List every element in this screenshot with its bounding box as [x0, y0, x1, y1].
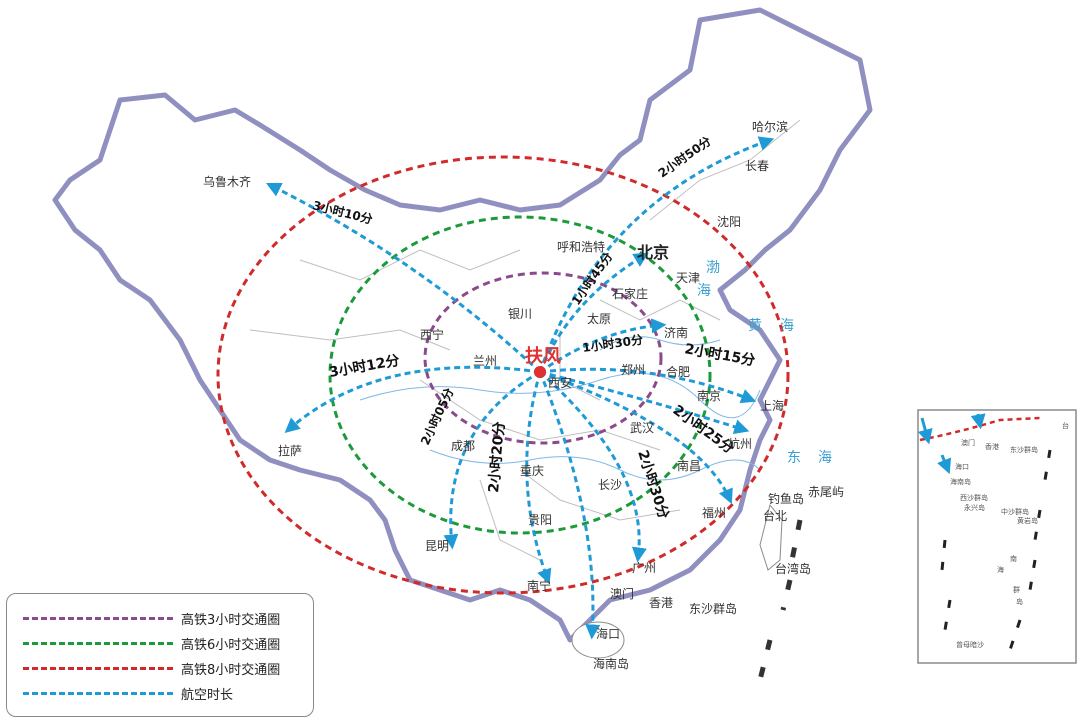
legend-line-hsr8	[23, 666, 173, 670]
city-diaoyu: 钓鱼岛	[768, 491, 804, 506]
city-urumqi: 乌鲁木齐	[203, 174, 251, 189]
city-macau: 澳门	[610, 586, 634, 601]
sea-yellow-2: 海	[780, 318, 794, 334]
city-nanchang: 南昌	[677, 458, 701, 473]
sea-labels: 渤 海 黄 海 东 海	[697, 260, 832, 466]
legend-line-hsr6	[23, 641, 173, 645]
legend-line-hsr3	[23, 616, 173, 620]
rivers	[359, 336, 761, 481]
city-tianjin: 天津	[676, 271, 700, 285]
hsr-3h-circle	[423, 271, 663, 445]
legend-item-hsr3: 高铁3小时交通圈	[23, 608, 280, 628]
city-haikou: 海口	[596, 626, 620, 641]
route-kunming	[443, 370, 541, 550]
city-xining: 西宁	[420, 327, 444, 342]
city-lhasa: 拉萨	[278, 443, 302, 458]
inset-dao: 岛	[1016, 597, 1023, 606]
inset-yongxing: 永兴岛	[964, 503, 985, 512]
city-xian: 西安	[548, 375, 572, 390]
legend-label-hsr3: 高铁3小时交通圈	[181, 612, 281, 628]
city-shenyang: 沈阳	[717, 214, 741, 229]
city-taiwan-island: 台湾岛	[775, 561, 811, 576]
legend-item-hsr6: 高铁6小时交通圈	[23, 633, 280, 653]
city-taibei: 台北	[763, 508, 787, 523]
city-harbin: 哈尔滨	[752, 119, 788, 134]
inset-nan: 南	[1010, 554, 1017, 563]
legend-label-hsr8: 高铁8小时交通圈	[181, 662, 281, 678]
city-hangzhou: 杭州	[728, 436, 752, 451]
city-chiwei: 赤尾屿	[808, 485, 844, 499]
route-jinan	[539, 318, 667, 374]
route-beijing	[538, 252, 649, 373]
inset-huangyan: 黄岩岛	[1017, 516, 1038, 525]
inset-hainan: 海南岛	[950, 477, 971, 486]
route-guangzhou	[539, 370, 647, 563]
hsr-6h-circle	[328, 215, 712, 535]
inset-macau: 澳门	[961, 438, 975, 447]
china-outline	[52, 7, 873, 643]
city-fuzhou: 福州	[702, 505, 726, 520]
city-labels: 乌鲁木齐 哈尔滨 长春 沈阳 呼和浩特 北京 天津 石家庄 银川 太原 西宁 兰…	[203, 119, 844, 671]
route-fuzhou	[539, 370, 733, 505]
city-taiyuan: 太原	[587, 311, 611, 326]
inset-hai: 海	[997, 565, 1004, 574]
city-changchun: 长春	[745, 159, 769, 173]
city-hainan-island: 海南岛	[593, 656, 629, 671]
city-changsha: 长沙	[598, 478, 622, 492]
route-lhasa	[284, 365, 541, 433]
route-urumqi	[265, 182, 542, 374]
nine-dash-segments	[757, 519, 803, 681]
sea-east-2: 海	[818, 450, 832, 466]
legend-item-flight: 航空时长	[23, 683, 233, 703]
city-lanzhou: 兰州	[473, 354, 497, 368]
city-zhengzhou: 郑州	[621, 362, 645, 377]
flight-routes	[265, 136, 775, 640]
hainan-island-shape	[571, 621, 625, 659]
legend-label-flight: 航空时长	[181, 687, 234, 703]
legend-item-hsr8: 高铁8小时交通圈	[23, 658, 280, 678]
legend-line-flight	[23, 691, 173, 695]
city-guiyang: 贵阳	[528, 513, 552, 527]
city-yinchuan: 银川	[508, 307, 532, 321]
route-haikou	[538, 371, 601, 640]
sea-bohai-2: 海	[697, 283, 711, 299]
city-hongkong: 香港	[649, 596, 673, 610]
inset-tai: 台	[1062, 421, 1069, 430]
city-shanghai: 上海	[760, 398, 784, 413]
inset-zhongsha: 中沙群岛	[1001, 507, 1029, 516]
route-harbin	[538, 136, 775, 373]
map-legend: 高铁3小时交通圈 高铁6小时交通圈 高铁8小时交通圈 航空时长	[6, 593, 314, 717]
taiwan-shape	[759, 503, 783, 571]
route-label-guangzhou: 2小时20分	[485, 421, 508, 493]
city-shijiazhuang: 石家庄	[612, 286, 648, 301]
city-kunming: 昆明	[425, 539, 449, 553]
sea-east-1: 东	[787, 450, 801, 466]
sea-yellow-1: 黄	[748, 317, 762, 334]
inset-xisha: 西沙群岛	[960, 493, 988, 502]
origin-label: 扶风	[525, 345, 561, 367]
inset-zengmu: 曾母暗沙	[956, 640, 984, 649]
inset-hongkong: 香港	[985, 442, 999, 451]
city-chengdu: 成都	[451, 439, 475, 453]
city-guangzhou: 广州	[632, 561, 656, 575]
city-beijing: 北京	[637, 243, 669, 262]
hsr-8h-circle	[216, 155, 790, 595]
sea-bohai-1: 渤	[706, 260, 720, 276]
inset-qun: 群	[1013, 585, 1020, 594]
origin-dot	[534, 366, 546, 378]
south-china-sea-inset: 澳门 香港 东沙群岛 海口 海南岛 西沙群岛 永兴岛 中沙群岛 黄岩岛 南 海 …	[917, 409, 1077, 664]
city-wuhan: 武汉	[630, 421, 654, 435]
inset-haikou: 海口	[955, 462, 969, 471]
route-nanning	[525, 371, 552, 585]
city-hefei: 合肥	[666, 364, 690, 379]
inset-dongsha: 东沙群岛	[1010, 445, 1038, 454]
city-nanjing: 南京	[697, 388, 721, 403]
city-hohhot: 呼和浩特	[557, 239, 605, 254]
legend-label-hsr6: 高铁6小时交通圈	[181, 637, 281, 653]
city-jinan: 济南	[664, 325, 688, 340]
city-dongsha: 东沙群岛	[689, 601, 737, 616]
city-chongqing: 重庆	[520, 464, 544, 478]
city-nanning: 南宁	[527, 578, 551, 593]
